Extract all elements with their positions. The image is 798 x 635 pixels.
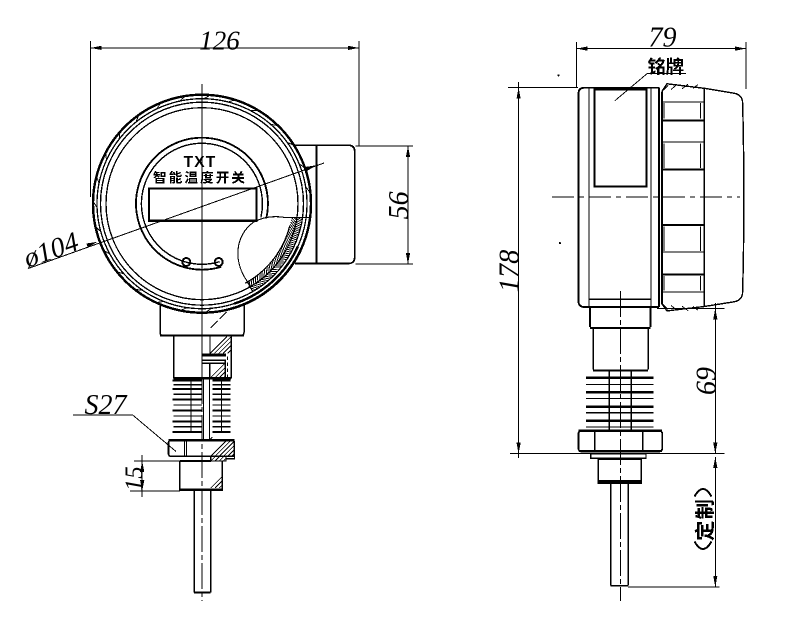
svg-text:S27: S27 — [85, 390, 128, 421]
svg-text:69: 69 — [691, 367, 722, 395]
svg-text:178: 178 — [495, 250, 526, 293]
svg-text:TXT: TXT — [184, 154, 217, 171]
svg-text:15: 15 — [121, 466, 148, 491]
svg-text:126: 126 — [199, 26, 240, 56]
svg-text:56: 56 — [384, 191, 415, 219]
svg-text:79: 79 — [649, 22, 677, 53]
